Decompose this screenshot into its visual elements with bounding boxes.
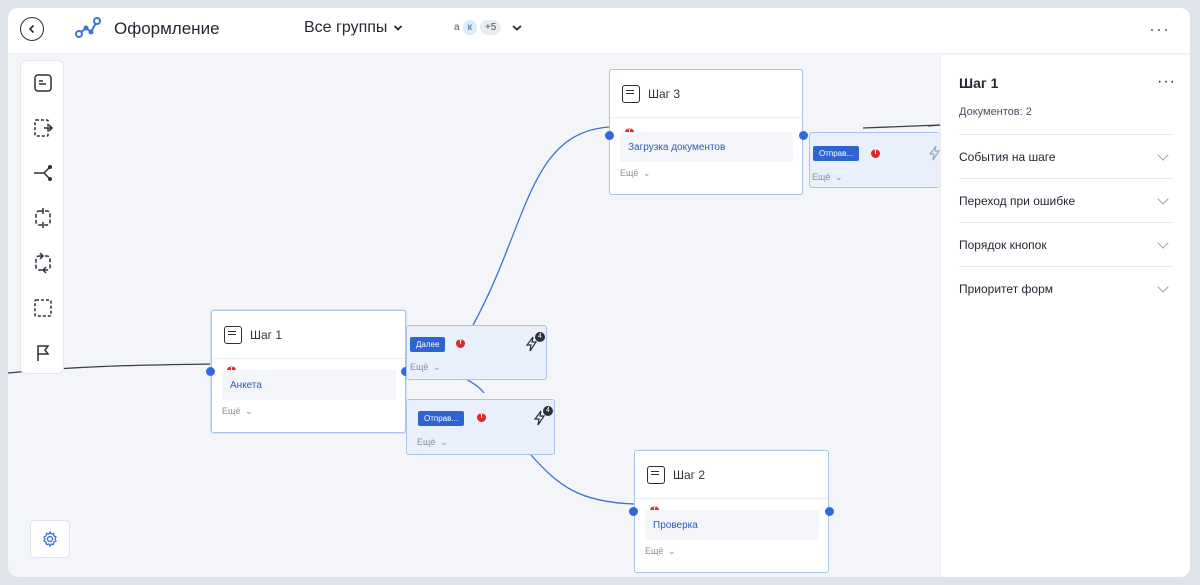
chevron-left-icon [28, 24, 35, 34]
section-label: Переход при ошибке [959, 193, 1076, 208]
error-icon: T [456, 339, 465, 348]
step-icon [224, 325, 242, 344]
section-label: Приоритет форм [959, 281, 1053, 296]
panel-title: Шаг 1 [959, 75, 999, 91]
loop-tool-button[interactable] [31, 206, 55, 230]
chevron-down-icon [512, 24, 522, 31]
user-avatar-a: а [454, 22, 460, 33]
step-tool-button[interactable] [31, 71, 55, 95]
settings-button[interactable] [30, 520, 70, 558]
action-button-label[interactable]: Отправ... [418, 411, 465, 426]
top-bar: Оформление Все группы а к +5 ··· [8, 8, 1190, 54]
input-port[interactable] [206, 367, 215, 376]
back-button[interactable] [20, 17, 44, 41]
action-card-send[interactable]: Отправ... T 4 Ещё ⌄ [406, 399, 555, 455]
error-icon: T [871, 149, 880, 158]
documents-count: Документов: 2 [959, 106, 1032, 118]
trigger-count-badge: 4 [535, 332, 545, 342]
lightning-icon [928, 145, 941, 161]
chevron-down-icon [1157, 148, 1169, 161]
transition-icon [34, 119, 54, 137]
node-title: Шаг 3 [648, 86, 681, 101]
more-users-badge: +5 [479, 20, 502, 35]
tools-panel [20, 60, 64, 374]
step-icon [622, 84, 640, 103]
action-button-label[interactable]: Отправ... [813, 146, 860, 161]
lightning-icon [525, 336, 538, 352]
more-chevron-icon: ⌄ [643, 168, 651, 178]
output-port[interactable] [825, 507, 834, 516]
trigger-count-badge: 4 [543, 406, 553, 416]
node-header: Шаг 1 [212, 311, 405, 359]
action-button-label[interactable]: Далее [410, 337, 446, 352]
more-chevron-icon: ⌄ [835, 172, 843, 182]
chevron-down-icon [1157, 280, 1169, 293]
action-card-send-step3[interactable]: Отправ... T Ещё ⌄ [809, 132, 941, 188]
section-error-transition[interactable]: Переход при ошибке [959, 178, 1173, 222]
more-link[interactable]: Ещё [812, 172, 831, 182]
form-item[interactable]: Проверка [645, 510, 819, 540]
loop-icon [35, 208, 51, 228]
gear-icon [43, 530, 57, 548]
node-header: Шаг 2 [635, 451, 828, 499]
node-title: Шаг 1 [250, 327, 283, 342]
more-menu-button[interactable]: ··· [1149, 19, 1170, 39]
process-logo-icon [75, 17, 101, 38]
section-button-order[interactable]: Порядок кнопок [959, 222, 1173, 266]
section-step-events[interactable]: События на шаге [959, 134, 1173, 178]
step-icon [647, 465, 665, 484]
node-title: Шаг 2 [673, 467, 706, 482]
edge-step3-out-line [862, 124, 940, 129]
flag-icon [37, 345, 50, 361]
input-port[interactable] [605, 131, 614, 140]
chevron-down-icon [394, 25, 403, 31]
input-port[interactable] [629, 507, 638, 516]
edge-next-to-step3 [472, 126, 610, 326]
step-node-2[interactable]: Шаг 2 T Проверка Ещё ⌄ [634, 450, 829, 573]
page-title: Оформление [114, 19, 220, 38]
section-label: Порядок кнопок [959, 237, 1047, 252]
more-chevron-icon: ⌄ [668, 546, 676, 556]
more-link[interactable]: Ещё [222, 406, 241, 416]
more-chevron-icon: ⌄ [440, 437, 448, 447]
more-link[interactable]: Ещё [410, 362, 429, 372]
groups-label: Все группы [304, 19, 388, 36]
step-node-3[interactable]: Шаг 3 T Загрузка документов Ещё ⌄ [609, 69, 803, 195]
cycle-icon [35, 252, 51, 274]
panel-more-button[interactable]: ··· [1157, 73, 1176, 90]
node-header: Шаг 3 [610, 70, 802, 118]
app-window: Оформление Все группы а к +5 ··· Шаг 3 [8, 8, 1190, 577]
chevron-down-icon [1157, 192, 1169, 205]
lightning-icon [533, 410, 546, 426]
edge-send-to-step2 [530, 454, 635, 505]
step-icon [34, 74, 52, 92]
select-area-tool-button[interactable] [31, 296, 55, 320]
branch-tool-button[interactable] [31, 161, 55, 185]
more-link[interactable]: Ещё [620, 168, 639, 178]
output-port[interactable] [799, 131, 808, 140]
finish-tool-button[interactable] [31, 341, 55, 365]
output-port[interactable] [401, 367, 410, 376]
user-avatar-k: к [462, 20, 477, 35]
select-area-icon [34, 299, 52, 317]
form-item[interactable]: Анкета [222, 370, 396, 400]
section-label: События на шаге [959, 149, 1056, 164]
chevron-down-icon [1157, 236, 1169, 249]
transition-tool-button[interactable] [31, 116, 55, 140]
branch-icon [34, 165, 52, 181]
error-icon: T [477, 413, 486, 422]
more-chevron-icon: ⌄ [433, 362, 441, 372]
form-item[interactable]: Загрузка документов [620, 132, 793, 162]
action-card-next[interactable]: Далее T 4 Ещё ⌄ [406, 325, 547, 380]
more-link[interactable]: Ещё [645, 546, 664, 556]
step-properties-panel: Шаг 1 ··· Документов: 2 События на шаге … [940, 55, 1190, 577]
cycle-tool-button[interactable] [31, 251, 55, 275]
flow-canvas[interactable]: Шаг 3 T Загрузка документов Ещё ⌄ Отправ… [8, 55, 941, 577]
users-dropdown[interactable]: а к +5 [454, 20, 524, 35]
more-chevron-icon: ⌄ [245, 406, 253, 416]
more-link[interactable]: Ещё [417, 437, 436, 447]
step-node-1[interactable]: Шаг 1 T Анкета Ещё ⌄ [211, 310, 406, 433]
groups-dropdown[interactable]: Все группы [304, 19, 403, 37]
section-form-priority[interactable]: Приоритет форм [959, 266, 1173, 310]
